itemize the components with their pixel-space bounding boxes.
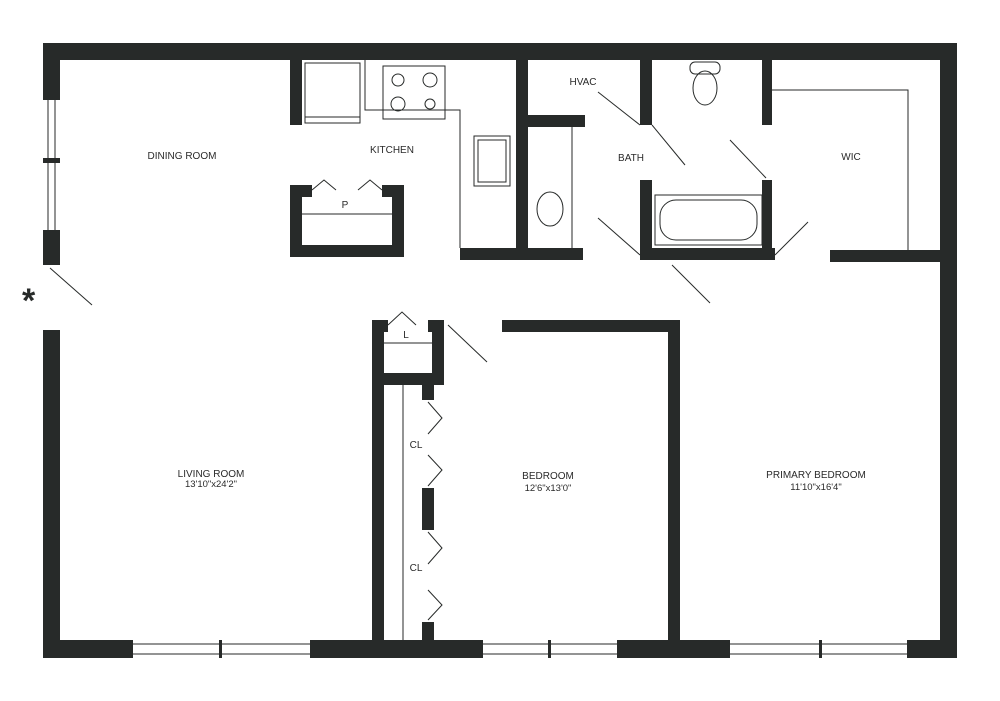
living-room-dimensions: 13'10"x24'2": [184, 479, 238, 490]
hvac-label: HVAC: [569, 77, 597, 88]
closet-label-2: CL: [409, 563, 423, 574]
linen-label: L: [403, 330, 409, 341]
primary-bedroom-dimensions: 11'10"x16'4": [790, 482, 842, 493]
bedroom-label: BEDROOM: [522, 471, 574, 482]
fixtures: [47, 60, 909, 655]
entry-marker: *: [22, 282, 36, 320]
walls: [43, 43, 957, 658]
living-room-label: LIVING ROOM: [177, 469, 245, 480]
bedroom-dimensions: 12'6"x13'0": [524, 483, 572, 494]
bath-label: BATH: [618, 153, 644, 164]
kitchen-label: KITCHEN: [370, 145, 414, 156]
closet-label-1: CL: [409, 440, 423, 451]
pantry-label: P: [341, 200, 349, 211]
primary-bedroom-label: PRIMARY BEDROOM: [766, 470, 866, 481]
dining-room-label: DINING ROOM: [147, 151, 217, 162]
wic-label: WIC: [841, 152, 861, 163]
